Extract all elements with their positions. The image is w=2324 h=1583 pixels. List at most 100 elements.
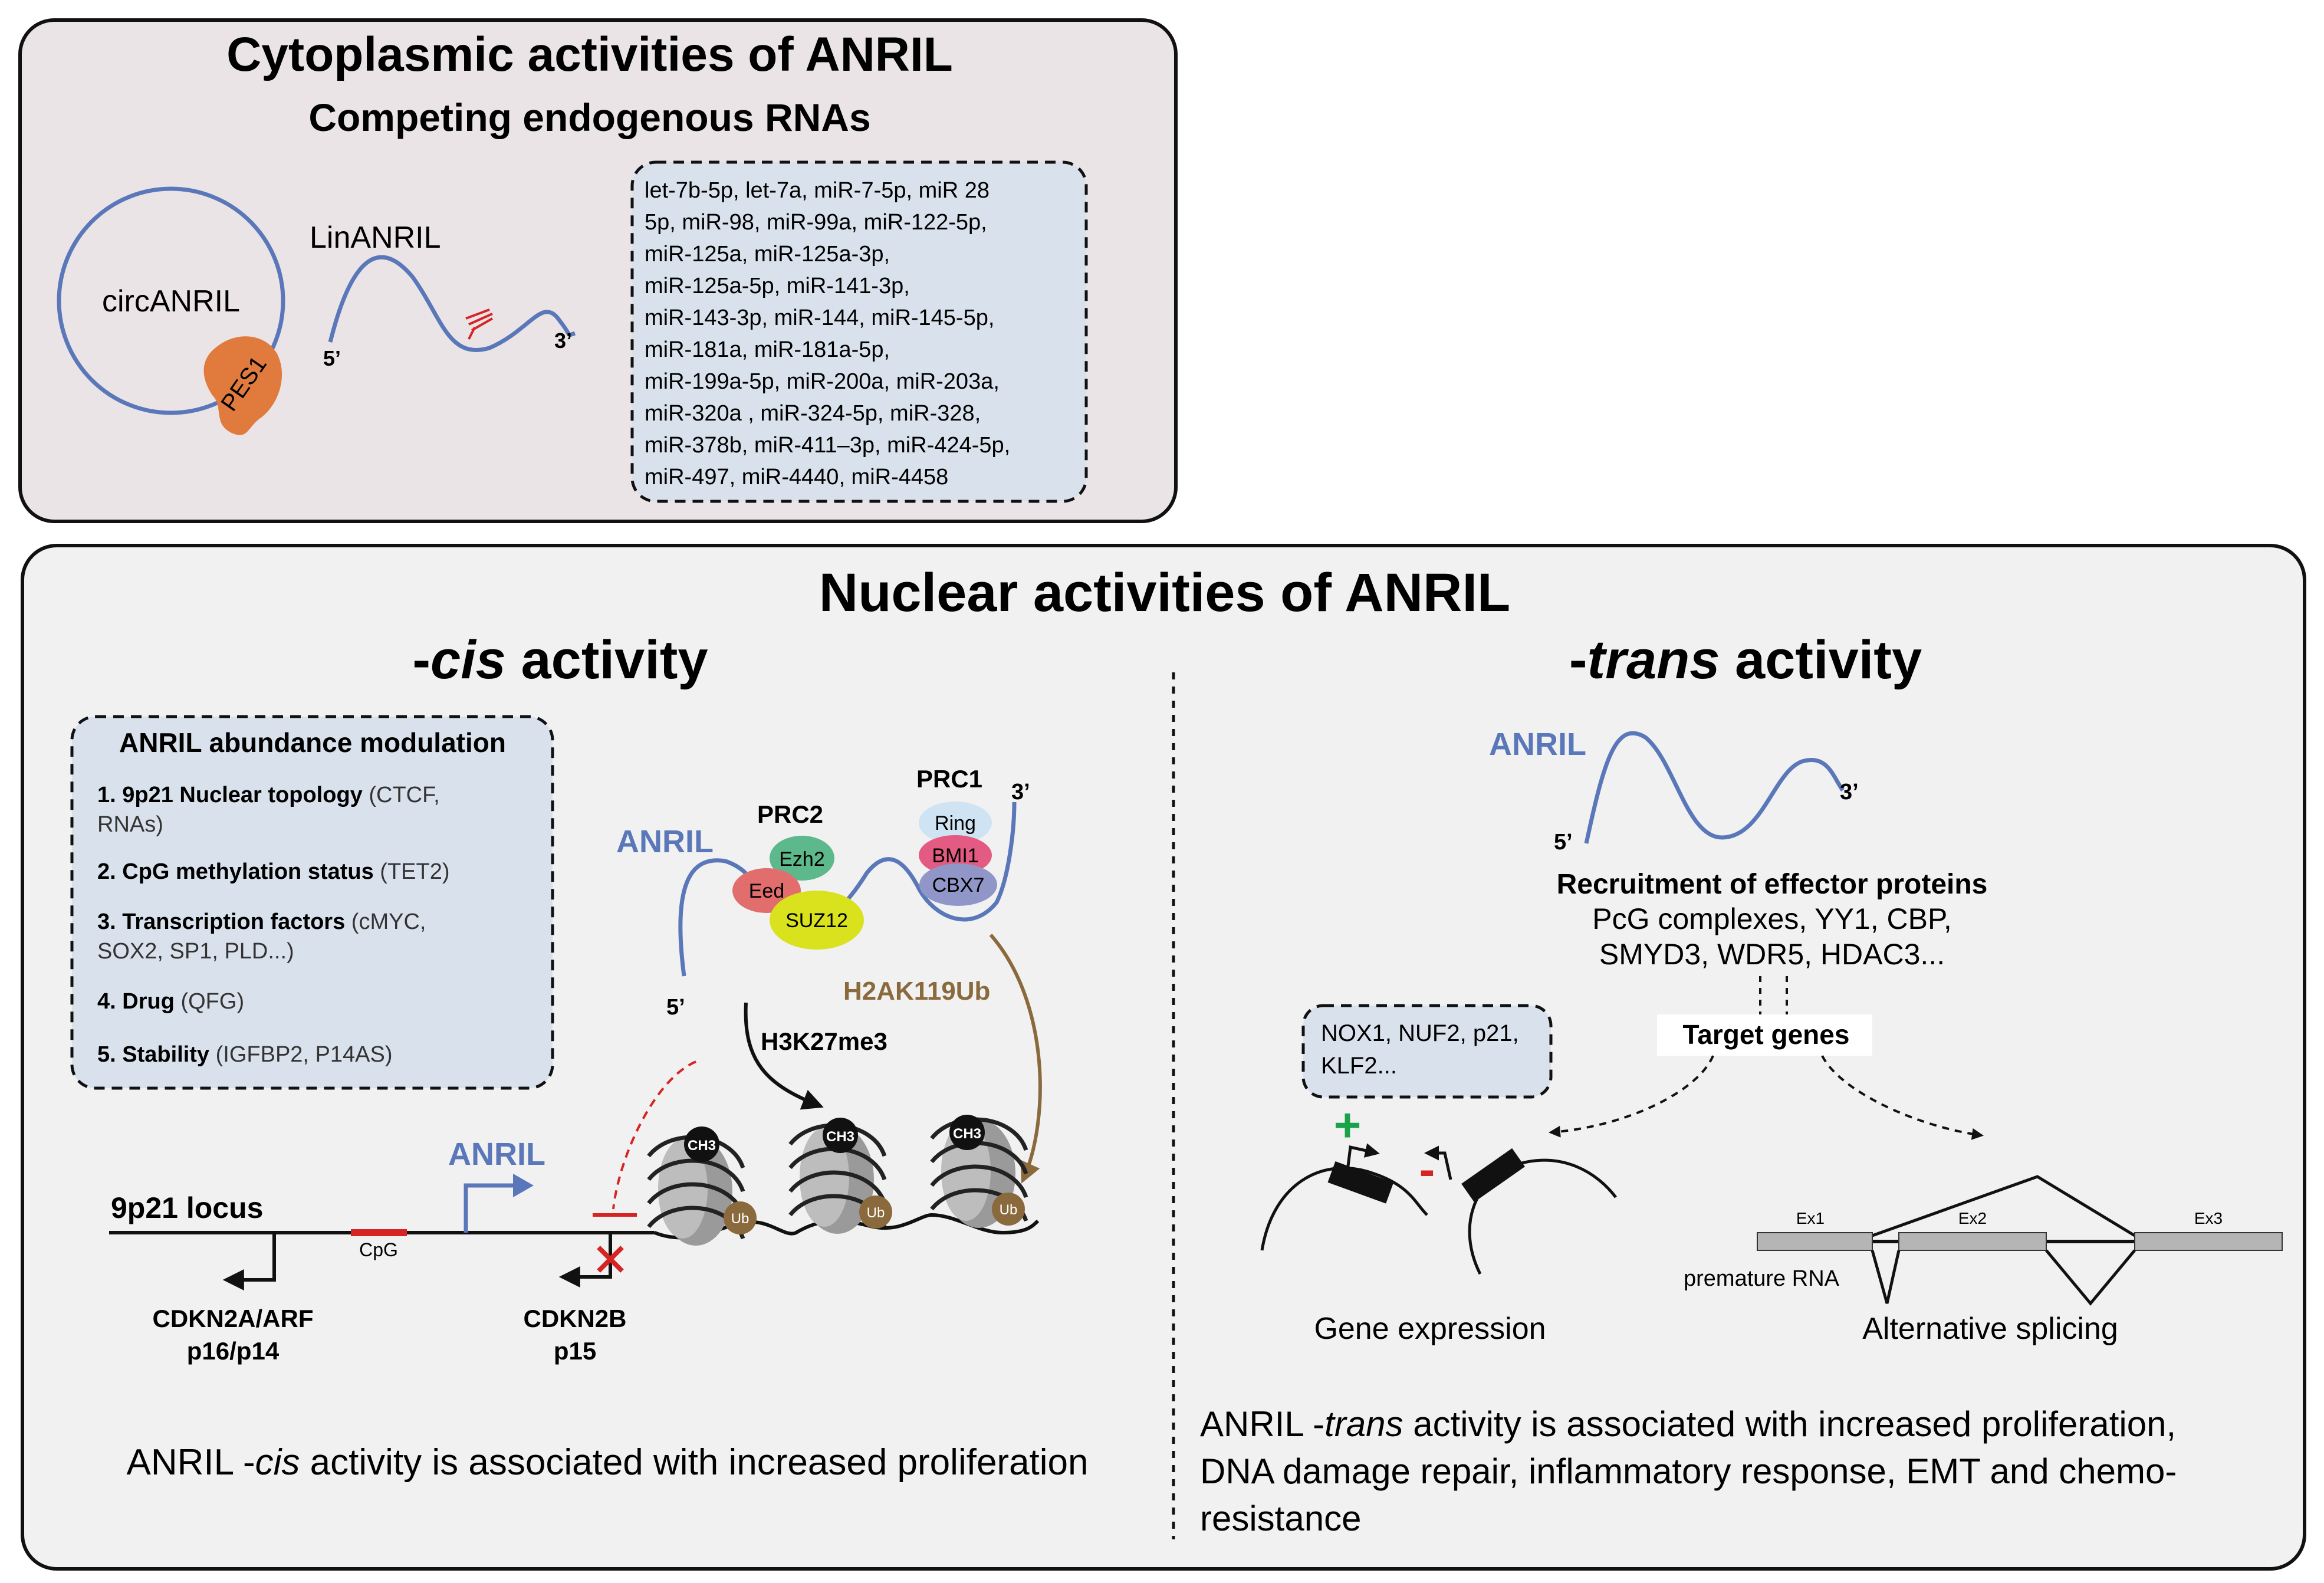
modulation-box — [70, 715, 554, 1090]
locus-label: 9p21 locus — [111, 1191, 263, 1224]
ring-label: Ring — [935, 812, 976, 835]
suz12-protein — [770, 891, 864, 950]
splice-junction-low-2 — [2045, 1249, 2136, 1306]
trans-footer-line-1: ANRIL -trans activity is associated with… — [1200, 1404, 2176, 1444]
lin-anril-label: LinANRIL — [310, 221, 441, 255]
ezh2-protein — [770, 836, 834, 881]
cytoplasmic-panel: Cytoplasmic activities of ANRIL Competin… — [18, 18, 1178, 523]
tss-arrow-down — [1424, 1145, 1452, 1180]
mirna-line: miR-181a, miR-181a-5p, — [645, 337, 890, 362]
circ-anril-ring — [57, 186, 285, 415]
cis-five-prime: 5’ — [666, 995, 685, 1020]
trans-five-prime: 5’ — [1554, 830, 1573, 855]
cdkn2b-arrow — [558, 1233, 612, 1288]
exon-3-label: Ex3 — [2194, 1209, 2223, 1227]
recruitment-line-2: SMYD3, WDR5, HDAC3... — [1599, 938, 1945, 971]
ub-label: Ub — [1000, 1202, 1018, 1218]
ch3-mark — [684, 1127, 719, 1162]
minus-sign: - — [1419, 1143, 1435, 1196]
cdkn2a-arrow — [222, 1233, 276, 1290]
modulation-item: 5. Stability (IGFBP2, P14AS) — [97, 1042, 393, 1067]
target-arrow-left — [1549, 1055, 1714, 1138]
ub-mark — [992, 1193, 1025, 1226]
pes1-protein — [203, 336, 282, 435]
suz12-label: SUZ12 — [785, 909, 848, 932]
ch3-mark — [823, 1118, 858, 1153]
recruitment-line-1: PcG complexes, YY1, CBP, — [1592, 902, 1952, 935]
anril-tss-head — [513, 1174, 534, 1197]
cbx7-label: CBX7 — [932, 874, 985, 896]
trans-heading: -trans activity — [1569, 630, 1922, 690]
gene-block-left — [1327, 1161, 1394, 1204]
exon-2 — [1898, 1232, 2047, 1251]
plus-sign: + — [1334, 1099, 1362, 1151]
ch3-label: CH3 — [688, 1138, 716, 1154]
modulation-list: 1. 9p21 Nuclear topology (CTCF, RNAs) 2.… — [97, 783, 450, 1067]
anril-tss-arrow — [464, 1183, 519, 1233]
h3k27-label: H3K27me3 — [761, 1027, 887, 1055]
ch3-label: CH3 — [826, 1129, 854, 1145]
trans-footer-line-3: resistance — [1200, 1499, 1361, 1538]
cis-heading: -cis activity — [412, 630, 708, 690]
exon-3 — [2134, 1232, 2283, 1251]
ezh2-label: Ezh2 — [779, 848, 825, 871]
cdkn2b-sub: p15 — [554, 1337, 596, 1365]
trans-three-prime: 3’ — [1840, 780, 1859, 804]
nuclear-panel: Nuclear activities of ANRIL -cis activit… — [21, 544, 2306, 1571]
gene-box-line-2: KLF2... — [1321, 1053, 1397, 1079]
mirna-line: miR-143-3p, miR-144, miR-145-5p, — [645, 306, 994, 330]
ch3-mark — [949, 1115, 985, 1150]
h2ak-label: H2AK119Ub — [843, 977, 990, 1006]
inhibition-dashed — [612, 1060, 696, 1210]
prc1-label: PRC1 — [916, 765, 982, 793]
modulation-item: 2. CpG methylation status (TET2) — [97, 859, 450, 884]
premature-rna-label: premature RNA — [1684, 1266, 1840, 1291]
cytoplasmic-title: Cytoplasmic activities of ANRIL — [226, 28, 953, 81]
lin-three-prime: 3’ — [554, 329, 572, 353]
cbx7-protein — [919, 863, 997, 906]
modulation-item: 4. Drug (QFG) — [97, 989, 244, 1014]
mirna-line: miR-199a-5p, miR-200a, miR-203a, — [645, 369, 1000, 394]
cpg-label: CpG — [359, 1239, 398, 1260]
cdkn2a-label: CDKN2A/ARF — [153, 1305, 314, 1332]
mirna-box — [630, 160, 1088, 503]
cis-three-prime: 3’ — [1011, 780, 1030, 804]
modulation-item-cont: SOX2, SP1, PLD...) — [97, 939, 294, 964]
trans-footer-line-2: DNA damage repair, inflammatory response… — [1200, 1451, 2177, 1491]
mirna-line: 5p, miR-98, miR-99a, miR-122-5p, — [645, 210, 987, 235]
cdkn2b-label: CDKN2B — [523, 1305, 626, 1332]
target-genes-box — [1657, 1014, 1872, 1056]
gene-block-right — [1461, 1148, 1525, 1203]
trans-anril-label: ANRIL — [1489, 727, 1586, 762]
recruitment-title: Recruitment of effector proteins — [1557, 869, 1988, 900]
mirna-binding-icon — [465, 308, 493, 340]
prc2-label: PRC2 — [757, 800, 823, 828]
mirna-list: let-7b-5p, let-7a, miR-7-5p, miR 28 5p, … — [645, 178, 1010, 490]
circ-anril-label: circANRIL — [102, 284, 240, 318]
exon-1 — [1757, 1232, 1873, 1251]
h2ak-arrow — [989, 934, 1042, 1184]
mirna-line: miR-125a-5p, miR-141-3p, — [645, 274, 910, 298]
target-arrow-right — [1821, 1055, 1984, 1140]
cis-footer: ANRIL -cis activity is associated with i… — [126, 1442, 1088, 1483]
h3k27-arrow — [744, 1002, 824, 1110]
alt-splicing-label: Alternative splicing — [1862, 1312, 2118, 1346]
cdkn2a-sub: p16/p14 — [187, 1337, 280, 1365]
eed-label: Eed — [749, 880, 785, 902]
gene-box-line-1: NOX1, NUF2, p21, — [1321, 1020, 1519, 1046]
splice-junction-low-1 — [1871, 1250, 1901, 1304]
ub-label: Ub — [867, 1205, 885, 1221]
lin-anril-rna — [328, 255, 576, 352]
cdkn2b-block-x — [597, 1246, 624, 1273]
gene-box — [1301, 1004, 1553, 1099]
modulation-title: ANRIL abundance modulation — [119, 727, 506, 758]
mirna-line: miR-125a, miR-125a-3p, — [645, 242, 890, 267]
target-genes-label: Target genes — [1683, 1019, 1850, 1050]
modulation-item: 1. 9p21 Nuclear topology (CTCF, — [97, 783, 440, 807]
ub-label: Ub — [731, 1211, 750, 1227]
lin-five-prime: 5’ — [323, 346, 341, 370]
mirna-line: miR-497, miR-4440, miR-4458 — [645, 465, 948, 490]
tss-arrow-up — [1346, 1143, 1380, 1171]
anril-tss-label: ANRIL — [448, 1137, 545, 1172]
mirna-line: miR-320a , miR-324-5p, miR-328, — [645, 401, 981, 426]
